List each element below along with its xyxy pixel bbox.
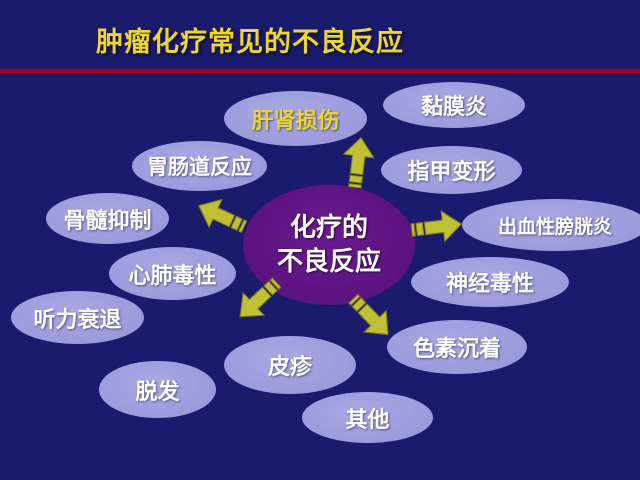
center-node-line2: 不良反应 (276, 246, 381, 276)
arrow-up-to-liver-kidney-icon (338, 134, 378, 190)
title-divider (0, 69, 640, 73)
node-cardiopulmonary-toxicity: 心肺毒性 (109, 247, 236, 300)
node-hemorrhagic-cystitis: 出血性膀胱炎 (462, 199, 640, 251)
center-node-line1: 化疗的 (289, 212, 368, 243)
node-myelosuppression: 骨髓抑制 (46, 193, 169, 244)
arrow-right-to-cystitis-icon (409, 207, 465, 247)
arrow-upper-left-to-marrow-icon (190, 190, 251, 243)
node-hair-loss: 脱发 (99, 361, 216, 418)
node-hearing-decline: 听力衰退 (11, 291, 144, 344)
node-nail-deformation: 指甲变形 (381, 146, 522, 194)
node-neurotoxicity: 神经毒性 (411, 257, 569, 307)
node-liver-kidney-damage: 肝肾损伤 (224, 91, 367, 146)
arrow-lower-right-to-pigment-icon (341, 286, 402, 347)
node-other: 其他 (302, 392, 433, 443)
node-gastrointestinal-reaction: 胃肠道反应 (132, 141, 267, 191)
arrow-lower-left-to-rash-icon (227, 270, 288, 330)
node-mucositis: 黏膜炎 (383, 82, 525, 128)
node-pigmentation: 色素沉着 (387, 320, 527, 374)
slide-title: 肿瘤化疗常见的不良反应 (96, 27, 404, 57)
node-rash: 皮疹 (224, 336, 356, 394)
